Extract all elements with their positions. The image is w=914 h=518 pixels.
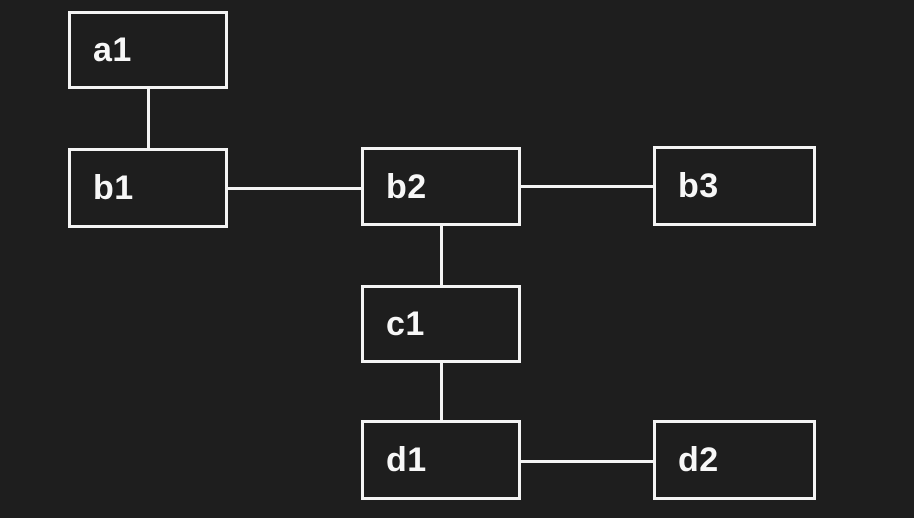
node-a1[interactable]: a1: [68, 11, 228, 89]
node-label-a1: a1: [93, 31, 132, 69]
node-label-b3: b3: [678, 167, 719, 205]
node-label-b2: b2: [386, 167, 427, 206]
node-b3[interactable]: b3: [653, 146, 816, 226]
node-b2[interactable]: b2: [361, 147, 521, 226]
node-label-c1: c1: [386, 305, 425, 343]
edge-b2-b3: [520, 185, 654, 188]
node-label-b1: b1: [93, 169, 134, 207]
node-b1[interactable]: b1: [68, 148, 228, 228]
node-c1[interactable]: c1: [361, 285, 521, 363]
edge-b2-c1: [440, 225, 443, 286]
node-label-d2: d2: [678, 441, 719, 479]
node-label-d1: d1: [386, 441, 427, 479]
edge-a1-b1: [147, 88, 150, 150]
node-d1[interactable]: d1: [361, 420, 521, 500]
edge-b1-b2: [227, 187, 362, 190]
edge-d1-d2: [520, 460, 654, 463]
edge-c1-d1: [440, 362, 443, 421]
node-d2[interactable]: d2: [653, 420, 816, 500]
